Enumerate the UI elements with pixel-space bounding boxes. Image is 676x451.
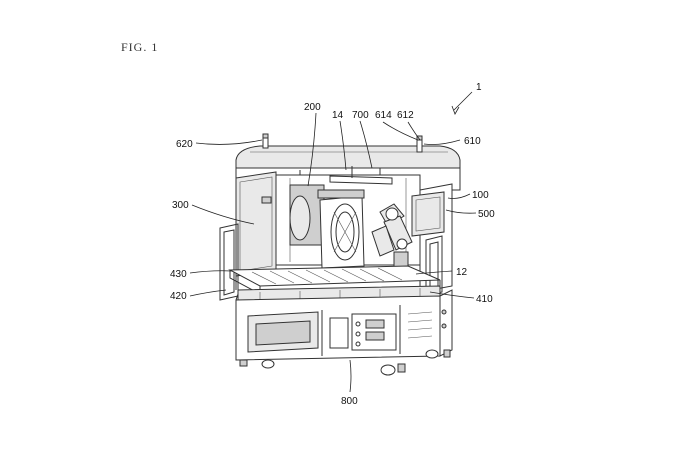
chamber-unit	[289, 184, 365, 269]
ref-410: 410	[476, 294, 493, 305]
ref-700: 700	[352, 110, 369, 121]
ref-500: 500	[478, 209, 495, 220]
ref-1: 1	[476, 82, 482, 93]
ref-614: 614	[375, 110, 392, 121]
ref-420: 420	[170, 291, 187, 302]
base-cabinet	[235, 289, 453, 361]
ref-800: 800	[341, 396, 358, 407]
ref-12: 12	[456, 267, 468, 278]
robot-arm	[371, 203, 413, 271]
ref-430: 430	[170, 269, 187, 280]
signal-tower-right	[416, 135, 423, 153]
casters	[239, 349, 451, 376]
signal-tower-left	[262, 133, 269, 149]
ref-620: 620	[176, 139, 193, 150]
machine-apparatus	[219, 133, 461, 376]
ref-100: 100	[472, 190, 489, 201]
ref-610: 610	[464, 136, 481, 147]
ref-300: 300	[172, 200, 189, 211]
ref-612: 612	[397, 110, 414, 121]
ref-200: 200	[304, 102, 321, 113]
side-handle-left	[219, 223, 239, 301]
ref-14: 14	[332, 110, 344, 121]
figure-label: FIG. 1	[121, 40, 159, 54]
upper-rail	[329, 166, 393, 185]
leader-lines	[189, 91, 477, 393]
reference-numerals: 1 620 200 14 700 614 612 610 100 500 300…	[170, 82, 495, 407]
